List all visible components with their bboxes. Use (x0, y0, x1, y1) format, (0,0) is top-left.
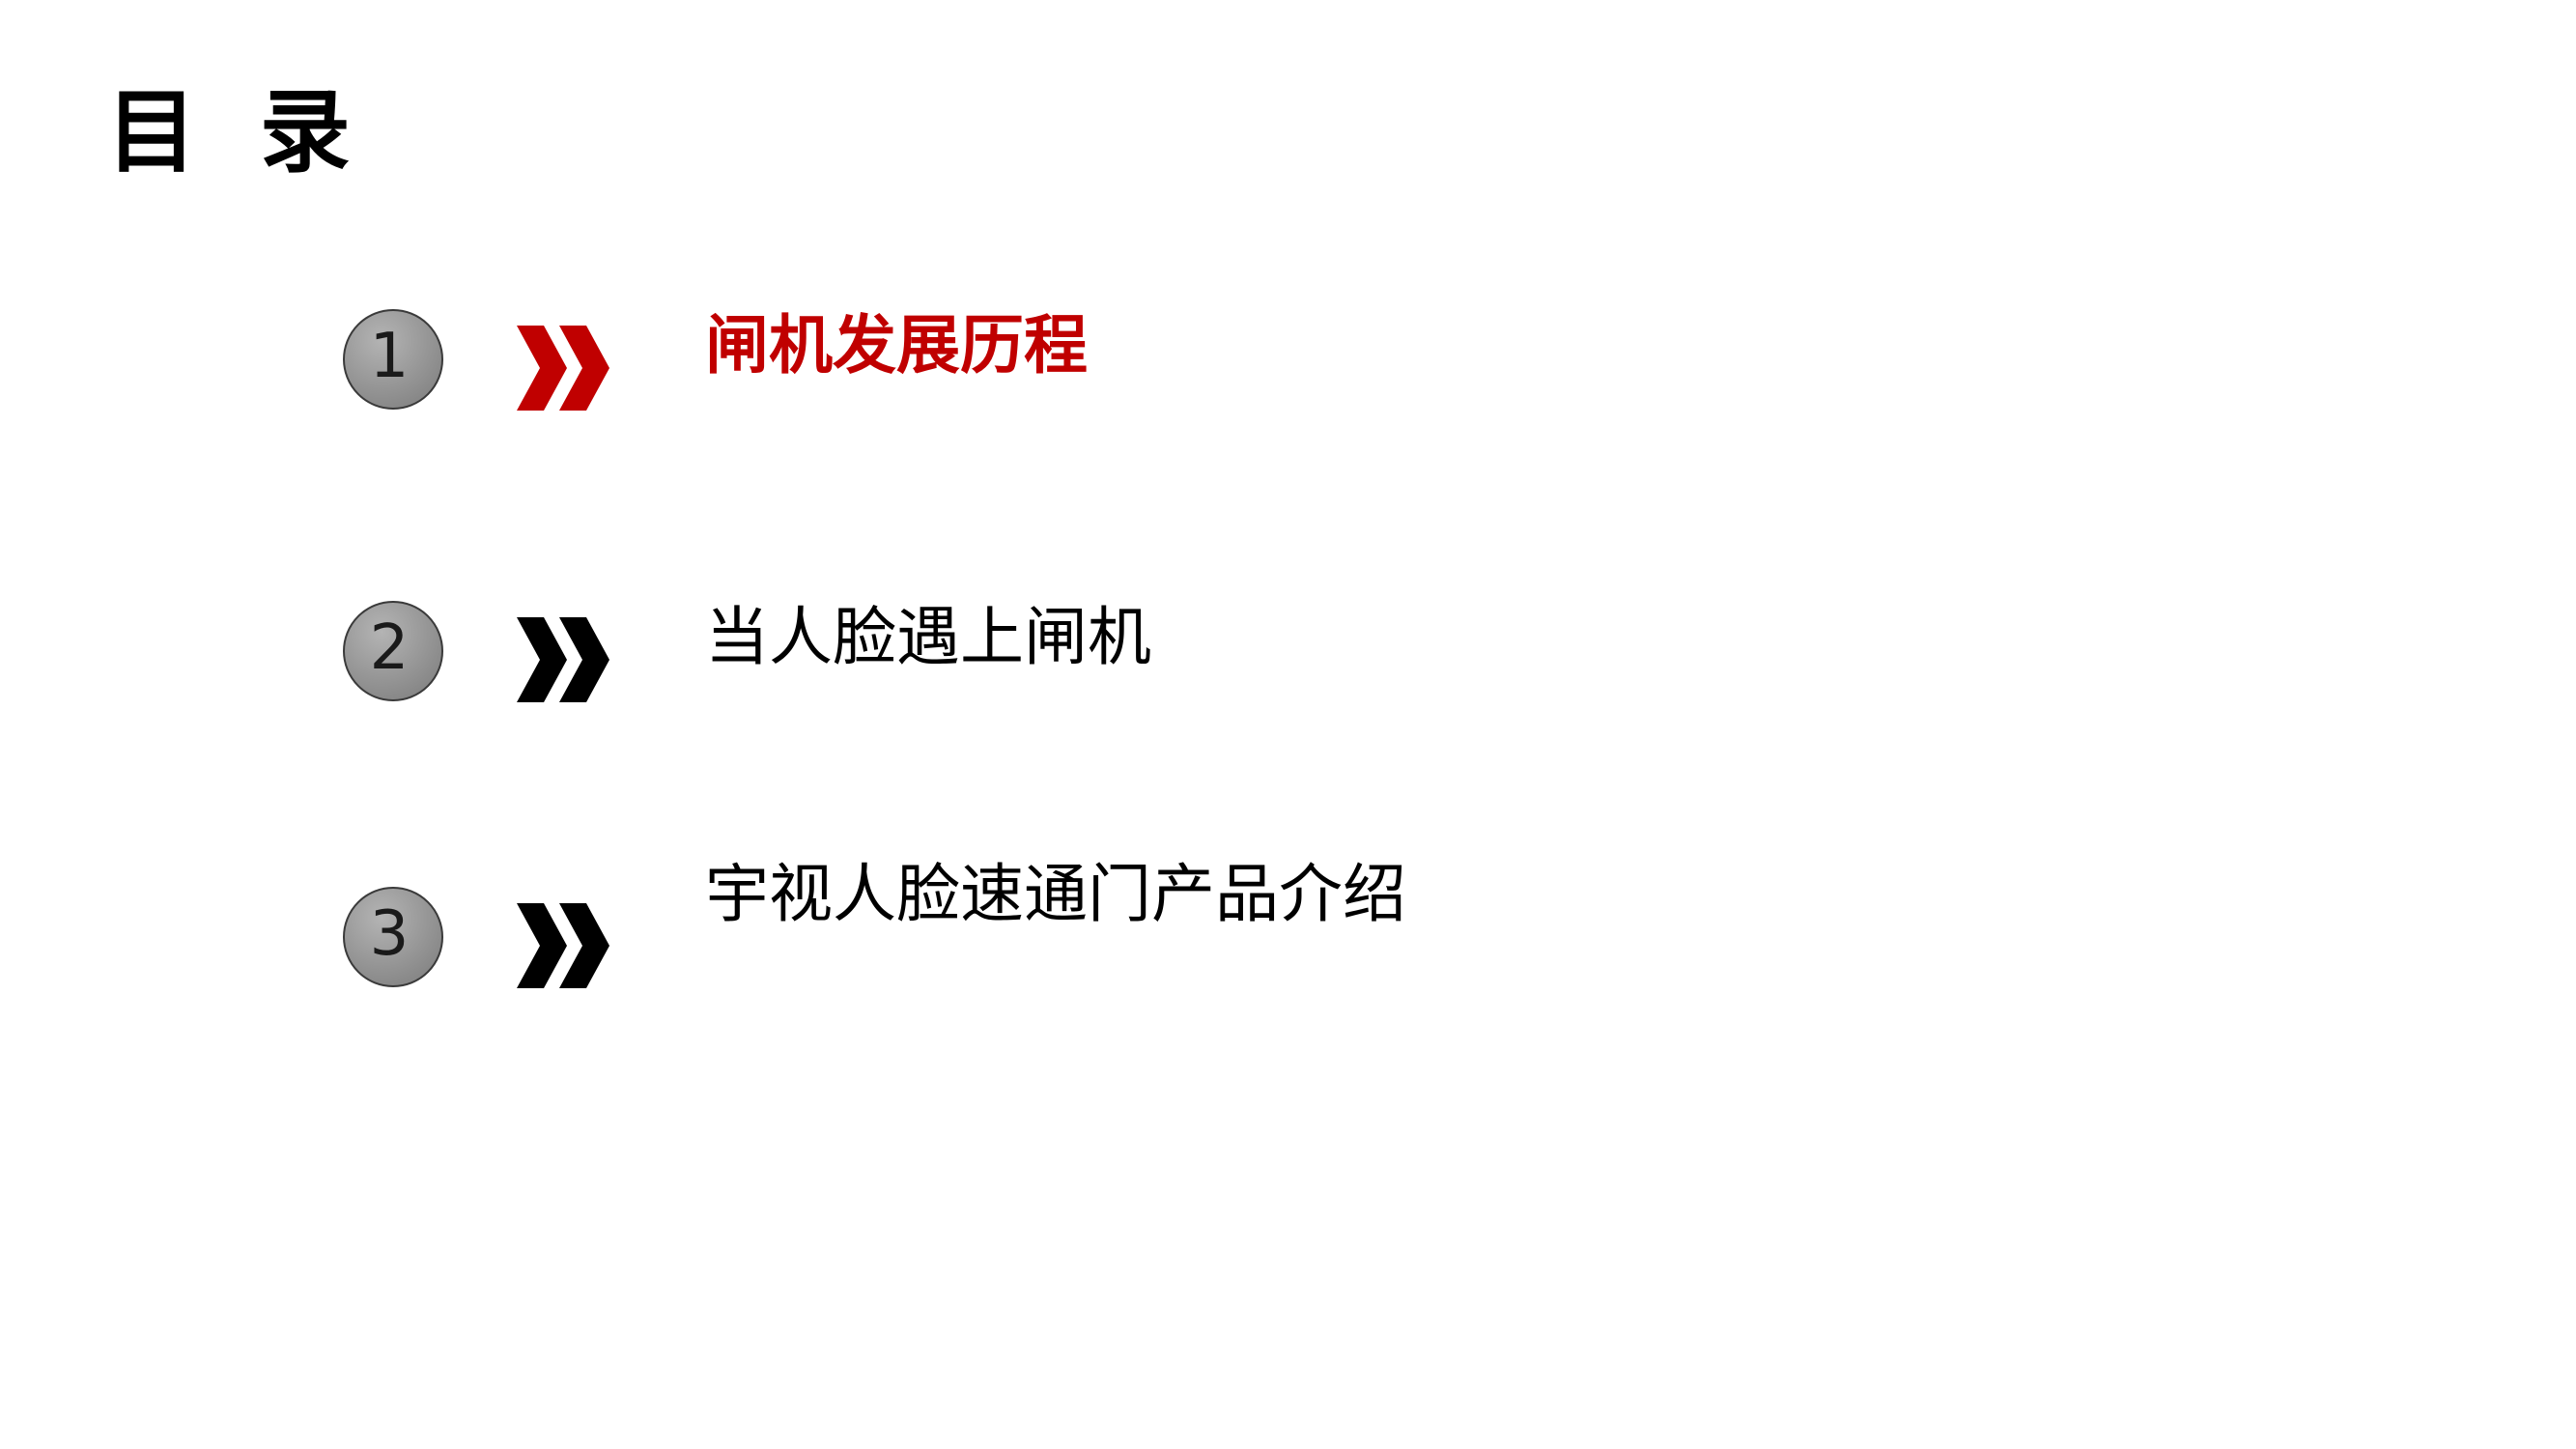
page-title: 目 录 (106, 80, 366, 185)
number-badge: 2 (343, 601, 443, 701)
toc-item-label: 当人脸遇上闸机 (705, 600, 1151, 674)
double-chevron-right-icon (517, 617, 609, 702)
toc-item-2[interactable]: 2 当人脸遇上闸机 (0, 600, 2576, 717)
toc-item-3[interactable]: 3 宇视人脸速通门产品介绍 (0, 857, 2576, 1003)
toc-item-label: 闸机发展历程 (705, 308, 1088, 383)
double-chevron-right-icon (517, 326, 609, 411)
number-badge: 3 (343, 887, 443, 987)
toc-item-1[interactable]: 1 闸机发展历程 (0, 308, 2576, 425)
toc-item-label: 宇视人脸速通门产品介绍 (705, 857, 1406, 931)
number-text: 3 (369, 898, 410, 970)
number-text: 2 (369, 612, 410, 684)
double-chevron-right-icon (517, 903, 609, 988)
number-text: 1 (369, 321, 410, 392)
number-badge: 1 (343, 309, 443, 410)
